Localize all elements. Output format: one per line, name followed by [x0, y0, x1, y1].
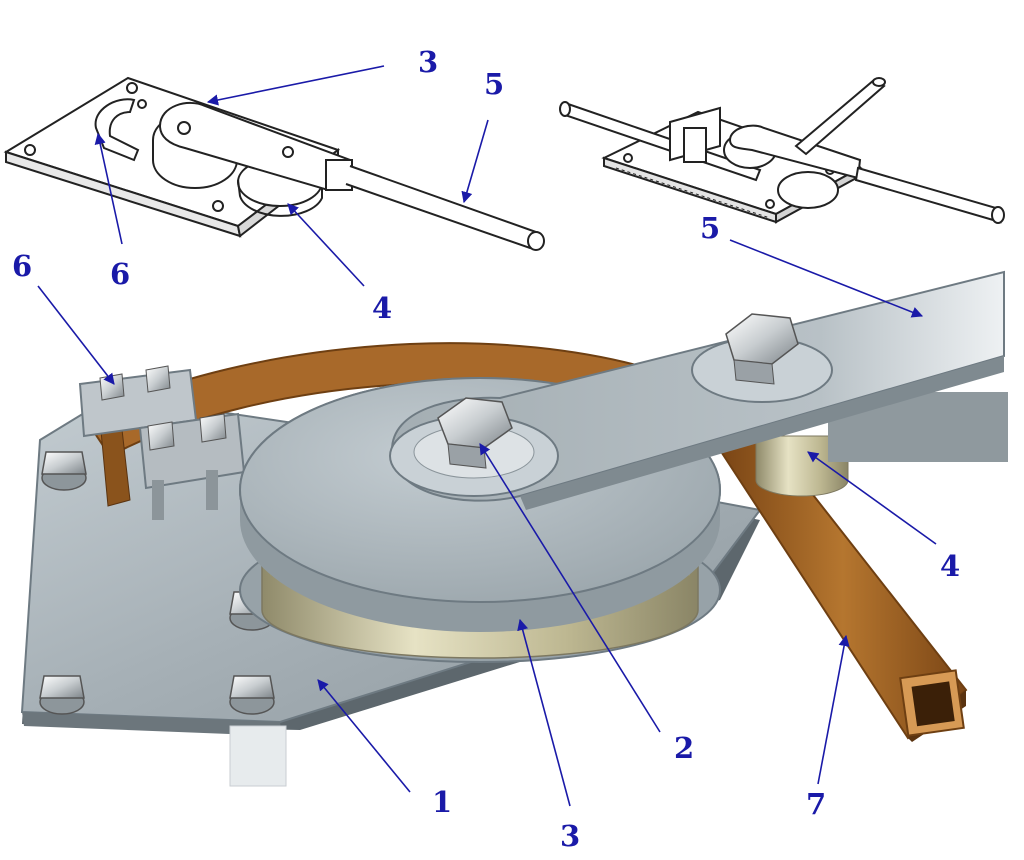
sketch-left-handle [345, 165, 538, 250]
sketch-right [559, 77, 1005, 224]
leader-lines [37, 65, 937, 807]
sketch-left-stop [94, 98, 140, 162]
callout-main-7: 7 [806, 787, 826, 821]
callout-top-left-4: 4 [372, 291, 392, 325]
leader-top-right-5 [729, 239, 924, 318]
sketch-right-handle [854, 166, 1002, 224]
main-render [20, 270, 1008, 787]
callout-numbers: 3 5 6 4 5 6 4 2 1 3 7 [12, 45, 960, 853]
leader-top-left-6 [94, 132, 123, 245]
callout-main-6: 6 [12, 249, 32, 283]
leader-top-left-3 [206, 65, 385, 106]
clamp-block [78, 365, 246, 520]
callout-main-4: 4 [940, 549, 960, 583]
leader-main-1 [317, 679, 411, 793]
leader-main-7 [817, 634, 850, 785]
callout-top-left-5: 5 [484, 67, 504, 101]
outer-bolt [691, 313, 833, 403]
leader-main-4 [807, 451, 937, 545]
callout-top-left-3: 3 [418, 45, 438, 79]
callout-main-1: 1 [432, 785, 452, 819]
callout-top-left-6: 6 [110, 257, 130, 291]
leader-main-3 [517, 618, 571, 807]
leader-top-left-5 [461, 119, 489, 204]
sketch-left [3, 76, 545, 251]
leader-main-2 [479, 443, 661, 733]
leader-top-left-4 [287, 203, 365, 287]
callout-top-right-5: 5 [700, 211, 720, 245]
callout-main-3: 3 [560, 819, 580, 853]
center-bolt [389, 397, 559, 497]
leader-main-6 [37, 285, 115, 385]
small-roller [755, 435, 849, 497]
callout-main-2: 2 [674, 731, 694, 765]
